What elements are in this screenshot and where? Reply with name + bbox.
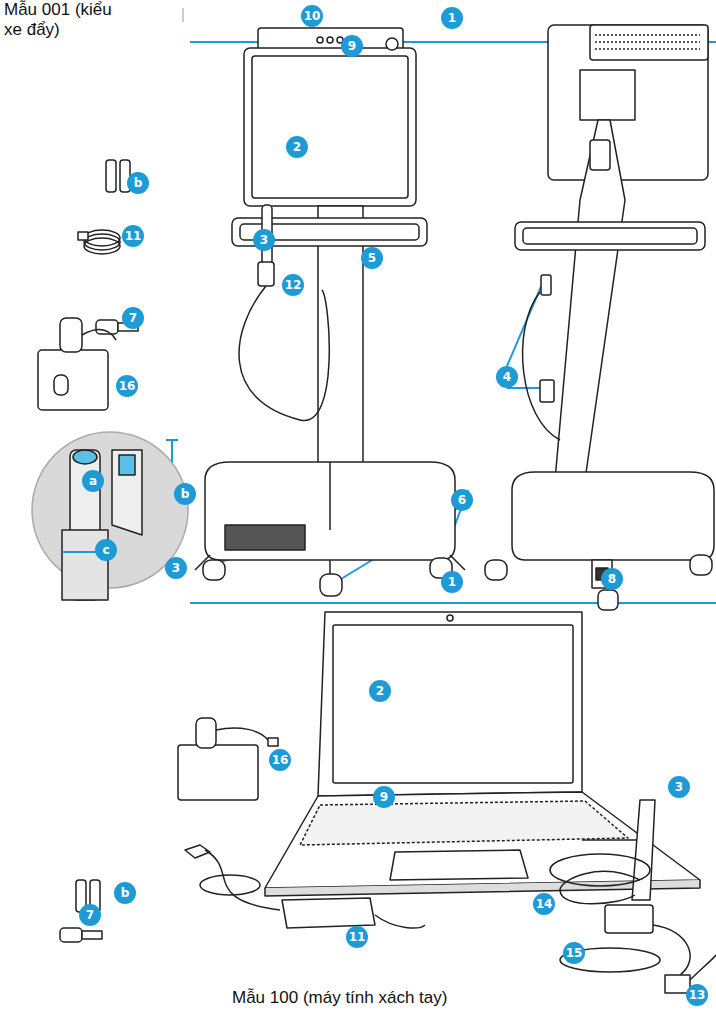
model-caption: Mẫu 001 (kiểu xe đẩy) xyxy=(4,0,134,40)
callout-number: 11 xyxy=(122,225,144,247)
callout-number: 12 xyxy=(282,274,304,296)
callout-number: 13 xyxy=(686,984,708,1006)
callout-number: 2 xyxy=(369,680,391,702)
callout-number: 5 xyxy=(361,247,383,269)
callout-number: 7 xyxy=(79,904,101,926)
callout-number: 4 xyxy=(496,366,518,388)
callout-number: 3 xyxy=(253,229,275,251)
callout-number: 16 xyxy=(269,749,291,771)
callout-number: 3 xyxy=(165,557,187,579)
callout-number: 16 xyxy=(116,375,138,397)
callout-number: 14 xyxy=(533,893,555,915)
callout-number: b xyxy=(114,882,136,904)
callout-number: 7 xyxy=(122,307,144,329)
callout-number: 6 xyxy=(451,489,473,511)
callout-number: 1 xyxy=(441,571,463,593)
callout-number: 9 xyxy=(373,786,395,808)
callout-number: b xyxy=(127,172,149,194)
callout-number: 1 xyxy=(441,7,463,29)
callout-number: a xyxy=(82,470,104,492)
callout-number: 8 xyxy=(601,568,623,590)
callout-number: 3 xyxy=(668,776,690,798)
callout-number: 11 xyxy=(346,926,368,948)
callout-number: 10 xyxy=(301,5,323,27)
callout-number: 15 xyxy=(563,942,585,964)
callout-number: b xyxy=(174,483,196,505)
callout-number: 2 xyxy=(286,136,308,158)
model-caption: Mẫu 100 (máy tính xách tay) xyxy=(232,988,532,1008)
callout-number: 9 xyxy=(341,35,363,57)
callout-number: c xyxy=(95,539,117,561)
